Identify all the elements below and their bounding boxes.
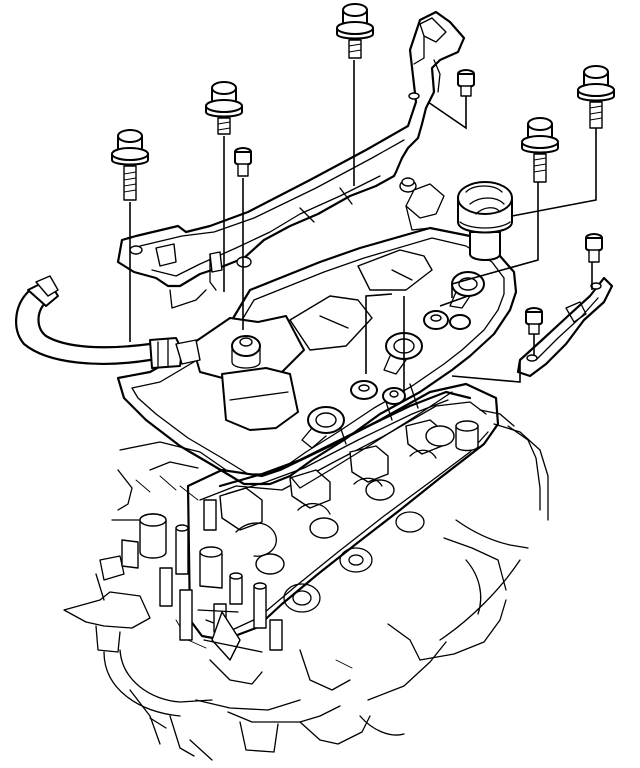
bolt-4 xyxy=(336,3,374,59)
breather-hose xyxy=(15,275,201,369)
bolt-3 xyxy=(234,147,252,177)
bolt-9 xyxy=(525,307,543,335)
bolt-7 xyxy=(521,117,559,183)
bolt-5 xyxy=(457,69,475,97)
bolt-1 xyxy=(111,129,149,201)
side-bracket xyxy=(516,276,614,378)
engine-block-background xyxy=(63,409,549,761)
leader-lines xyxy=(129,60,597,392)
valve-cover xyxy=(116,179,518,489)
ignition-coil-cover-bracket xyxy=(116,10,466,309)
bolt-8 xyxy=(585,233,603,263)
cylinder-head xyxy=(121,382,500,661)
bolt-2 xyxy=(205,81,243,135)
bolts xyxy=(111,3,615,335)
bolt-6 xyxy=(577,65,615,129)
oil-filler-cap xyxy=(457,181,513,261)
